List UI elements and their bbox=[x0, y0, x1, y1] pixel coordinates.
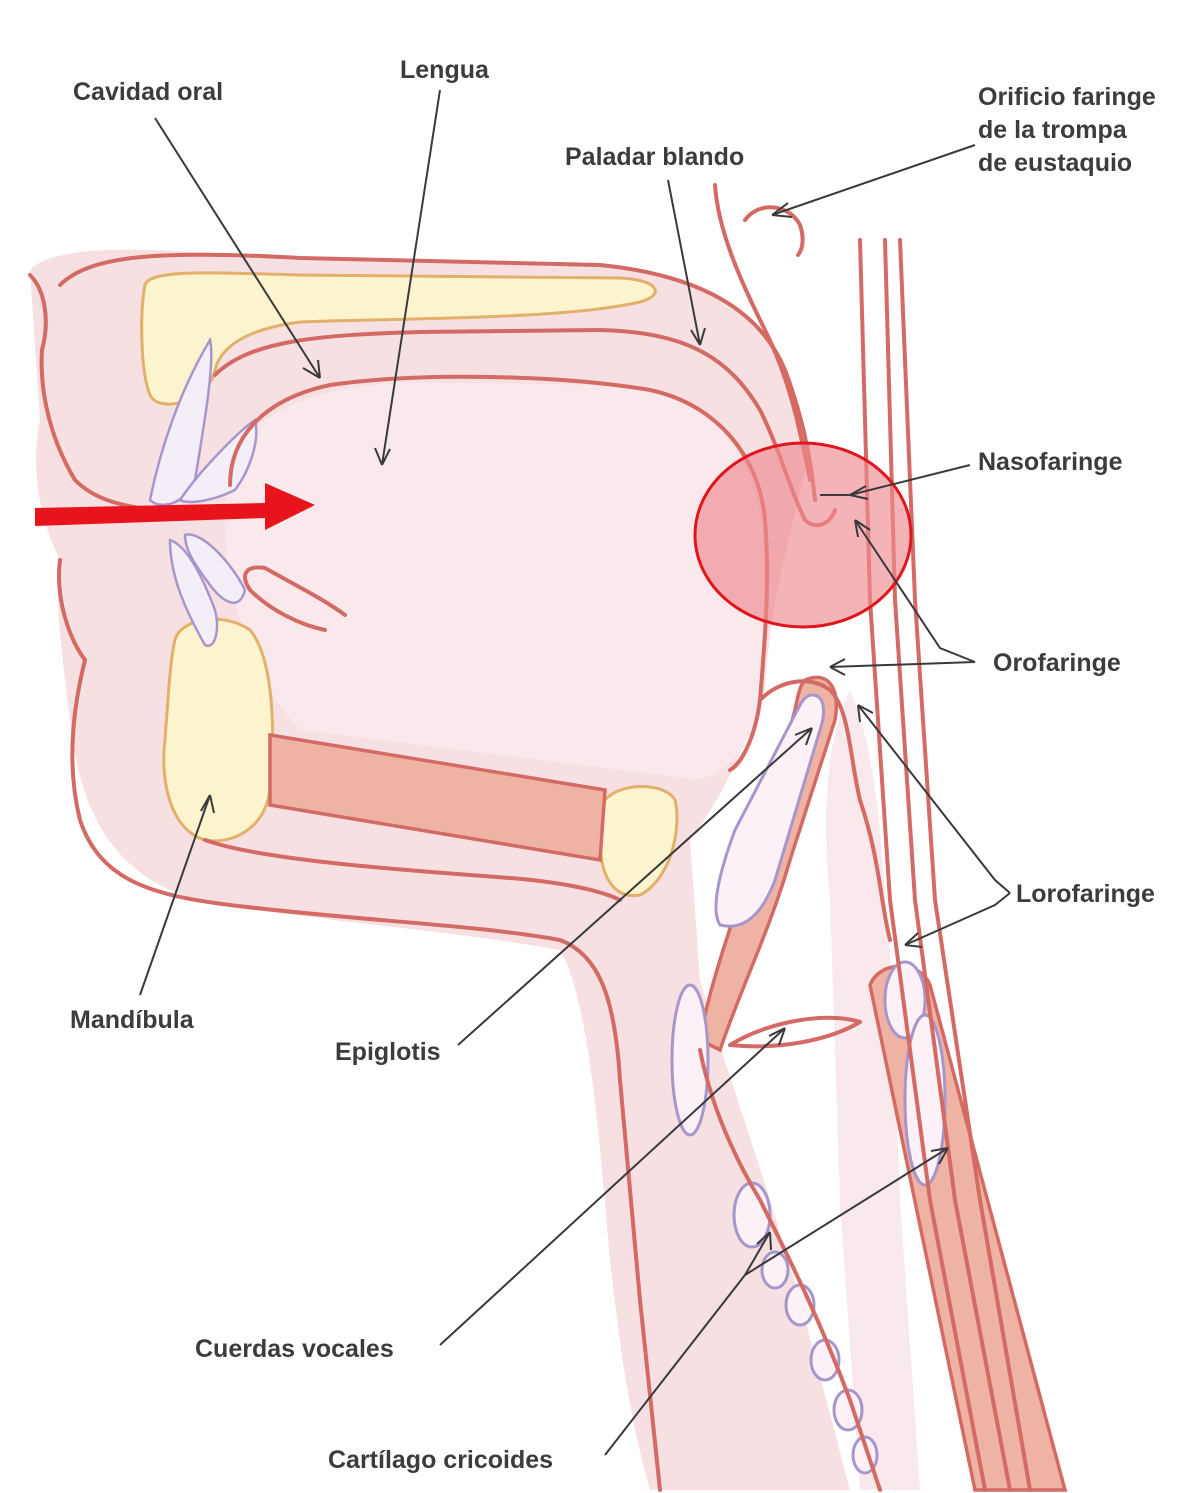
label-paladar-blando: Paladar blando bbox=[565, 143, 744, 171]
label-cuerdas-vocales: Cuerdas vocales bbox=[195, 1335, 394, 1363]
ptr-orificio bbox=[772, 145, 975, 215]
label-orificio-line2: de la trompa bbox=[978, 116, 1128, 144]
label-epiglotis: Epiglotis bbox=[335, 1038, 441, 1066]
label-orofaringe: Orofaringe bbox=[993, 649, 1121, 677]
label-lengua: Lengua bbox=[400, 56, 490, 84]
label-lorofaringe: Lorofaringe bbox=[1016, 880, 1155, 908]
label-cartilago-cricoides: Cartílago cricoides bbox=[328, 1446, 553, 1474]
ptr-lorofaringe-a bbox=[905, 893, 1010, 945]
tongue-body bbox=[225, 382, 766, 780]
label-nasofaringe: Nasofaringe bbox=[978, 448, 1123, 476]
label-orificio-line1: Orificio faringe bbox=[978, 83, 1156, 111]
label-orificio-line3: de eustaquio bbox=[978, 149, 1132, 177]
mandible-bone bbox=[164, 619, 273, 841]
label-mandibula: Mandíbula bbox=[70, 1006, 195, 1034]
label-cavidad-oral: Cavidad oral bbox=[73, 78, 223, 106]
nasopharynx-highlight-circle bbox=[695, 443, 911, 627]
ptr-orofaringe-a bbox=[830, 662, 975, 667]
